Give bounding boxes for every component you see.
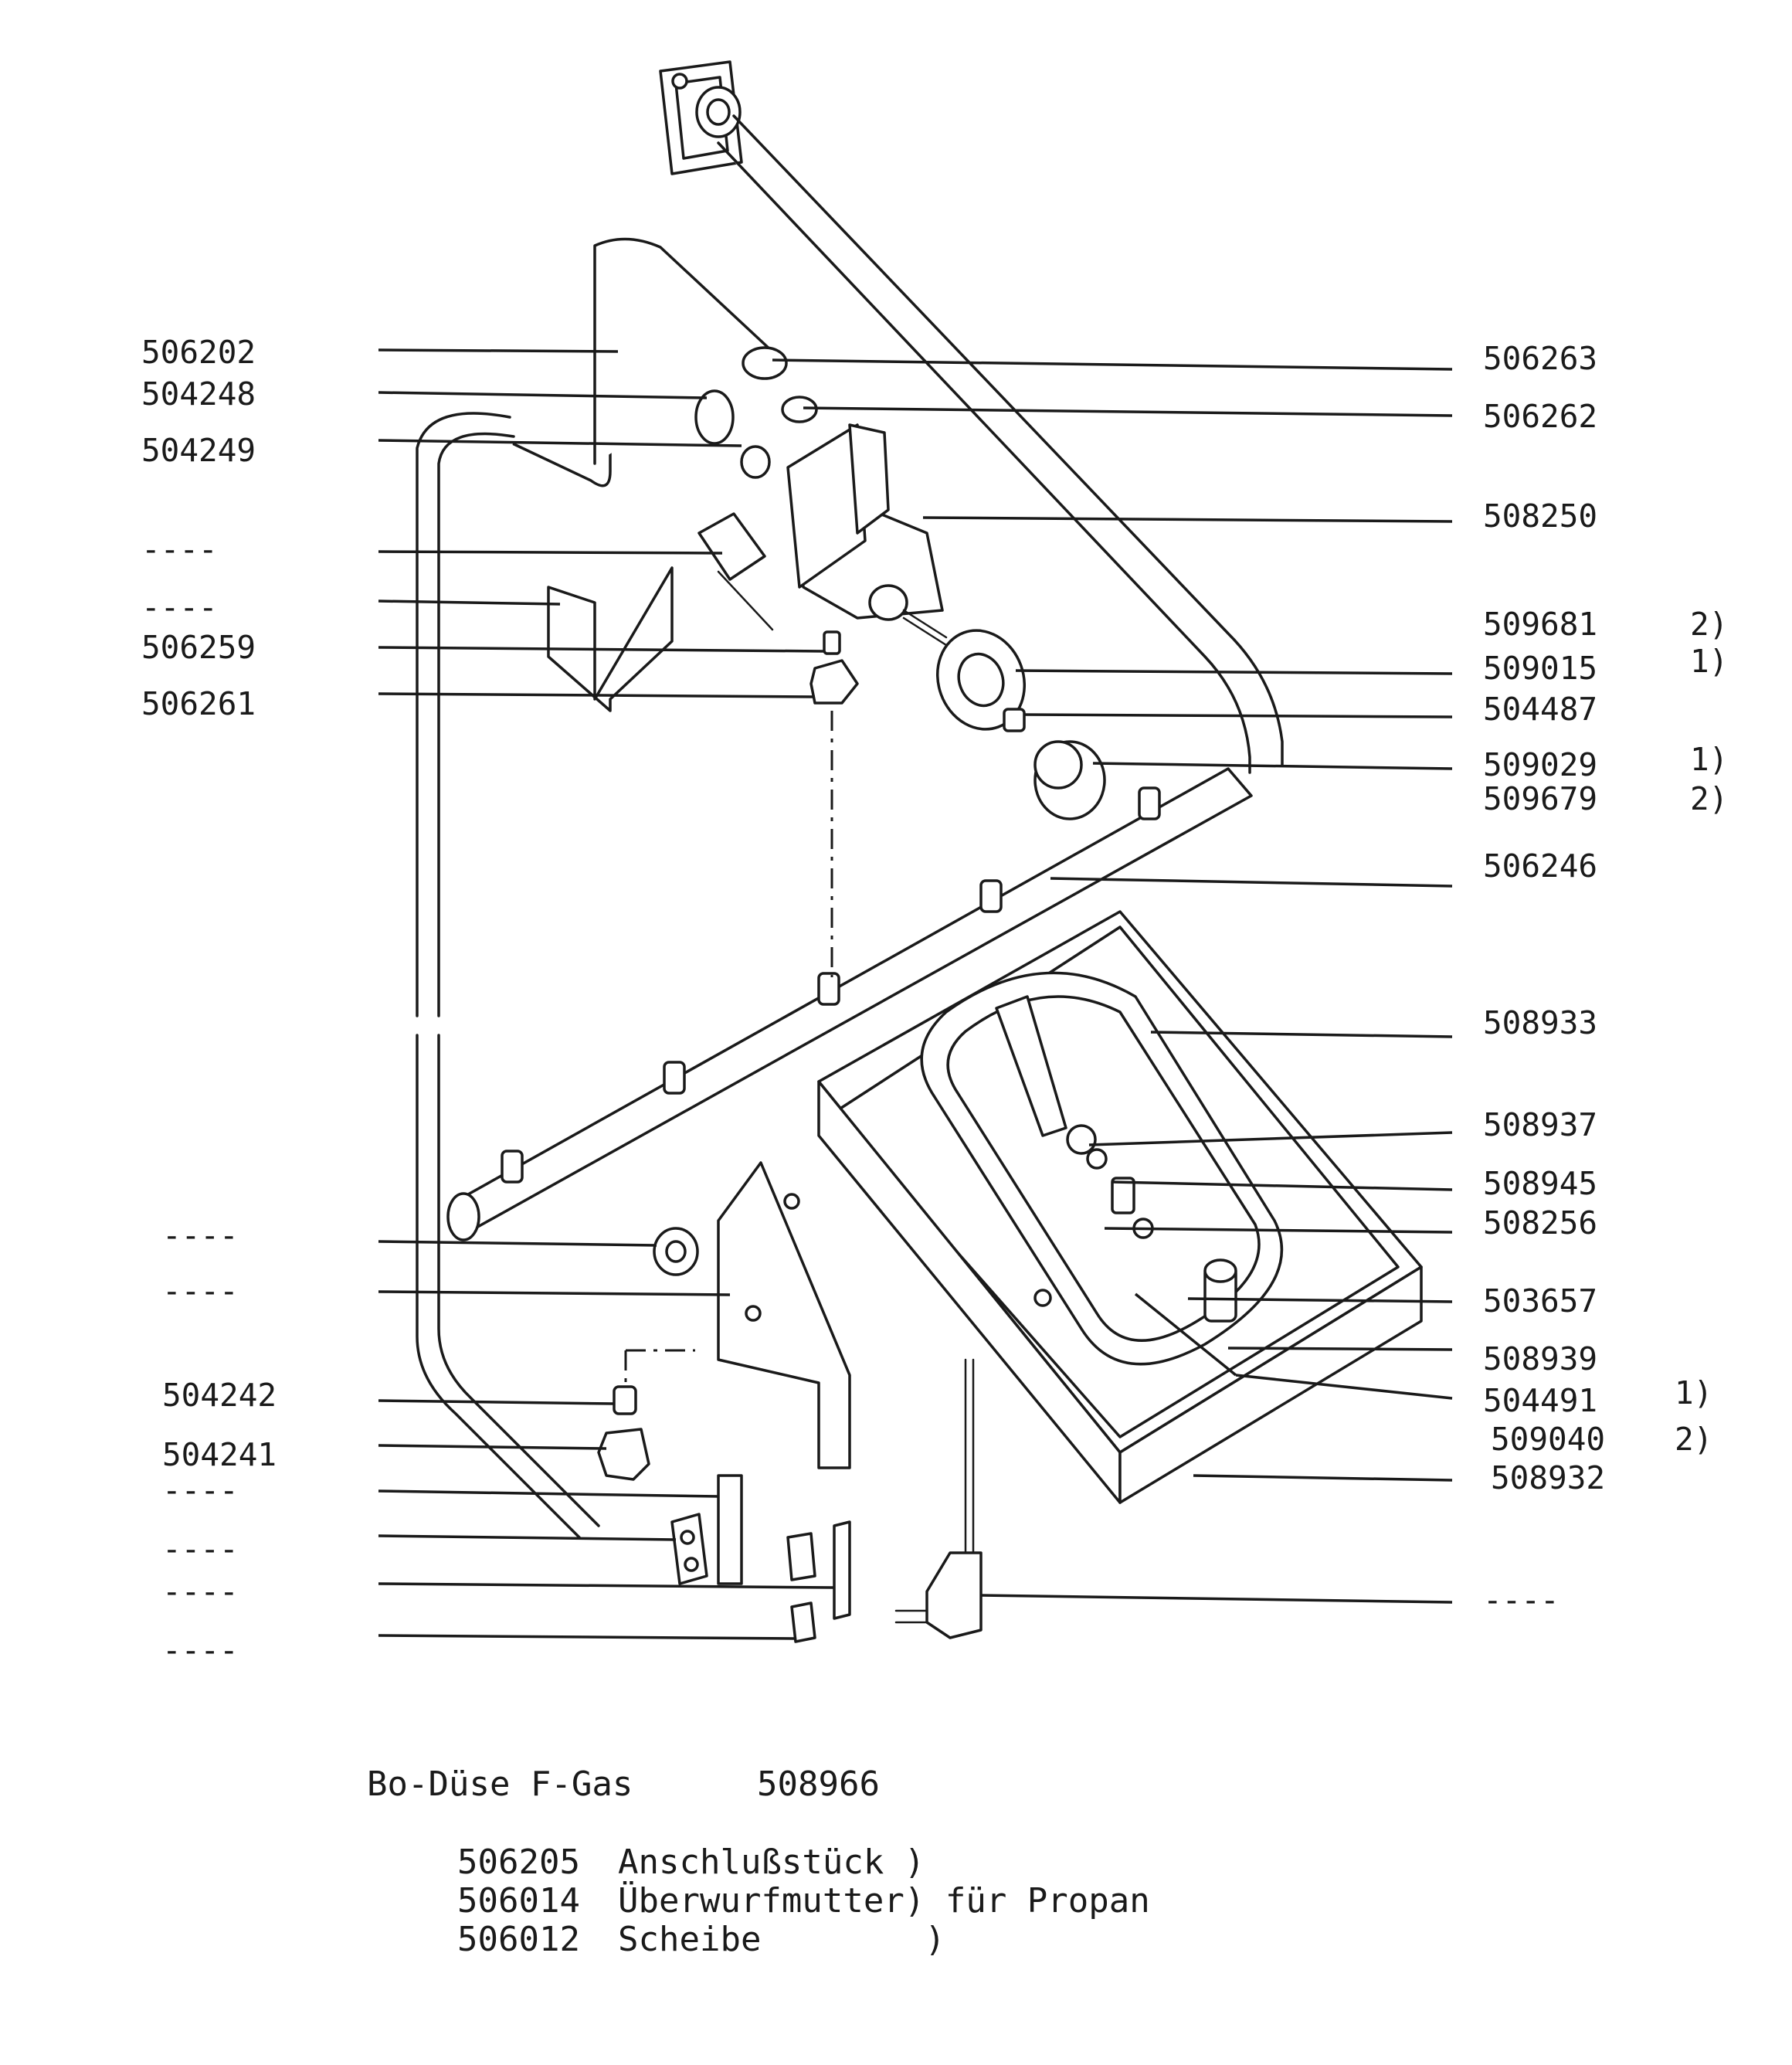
burner-rail (446, 767, 1253, 1241)
part-number-label: 506202 (141, 334, 256, 371)
part-number-label: 509681 (1483, 606, 1597, 643)
valve-nozzle-and-nut (809, 630, 859, 977)
footnote-marker: 2) (1675, 1421, 1712, 1458)
vertical-tube (416, 412, 600, 1539)
part-number-label: 506246 (1483, 847, 1597, 885)
footnote-marker: 2) (1690, 606, 1728, 643)
part-number-label: ---- (162, 1472, 239, 1509)
part-number-label: ---- (1483, 1581, 1560, 1618)
propane-part-name: Anschlußstück ) (618, 1843, 925, 1882)
footnote-marker: 1) (1690, 741, 1728, 778)
wall-flange (659, 60, 743, 175)
propane-part-code: 506012 (457, 1920, 580, 1959)
part-number-label: 506259 (141, 629, 256, 666)
upper-bent-tube (504, 237, 774, 487)
footnote-marker: 1) (1690, 643, 1728, 680)
part-number-label: ---- (141, 531, 218, 568)
rail-nozzles (501, 786, 1161, 1184)
part-number-label: 506263 (1483, 340, 1597, 377)
part-number-label: 504487 (1483, 691, 1597, 728)
left-part-labels: 506202 504248 504249 ---- ---- 506259 50… (141, 334, 277, 1669)
part-number-label: 504248 (141, 375, 256, 413)
lower-fittings (597, 1227, 699, 1481)
part-number-label: ---- (162, 1217, 239, 1254)
part-number-label: 508945 (1483, 1165, 1597, 1202)
part-number-label: ---- (162, 1272, 239, 1309)
micro-switch (697, 512, 774, 631)
propane-part-code: 506014 (457, 1881, 580, 1921)
part-number-label: 508933 (1483, 1004, 1597, 1041)
part-number-label: 506262 (1483, 398, 1597, 435)
part-number-label: 506261 (141, 685, 256, 722)
clips (786, 1520, 851, 1643)
part-number-label: 508937 (1483, 1106, 1597, 1143)
parts-footnote: Bo-Düse F-Gas 508966 506205 Anschlußstüc… (367, 1764, 1150, 1959)
propane-part-name: Scheibe ) (618, 1920, 945, 1959)
part-number-label: ---- (162, 1573, 239, 1610)
part-number-label: 503657 (1483, 1282, 1597, 1319)
part-number-label: 509029 (1483, 746, 1597, 783)
part-number-label: 509015 (1483, 650, 1597, 687)
part-number-label: 508932 (1491, 1459, 1605, 1496)
upper-bracket (547, 566, 674, 712)
leader-lines (378, 348, 1453, 1640)
part-number-label: 509679 (1483, 780, 1597, 817)
footnote-marker: 1) (1675, 1374, 1712, 1411)
ignition-block (670, 1474, 743, 1585)
gas-valve-assembly (694, 346, 948, 647)
part-number-label: 508250 (1483, 498, 1597, 535)
part-number-label: ---- (141, 589, 218, 626)
propane-part-code: 506205 (457, 1843, 580, 1882)
footnote-marker: 2) (1690, 780, 1728, 817)
part-number-label: ---- (162, 1530, 239, 1567)
propane-part-name: Überwurfmutter) für Propan (618, 1880, 1150, 1921)
part-number-label: 508256 (1483, 1204, 1597, 1241)
part-number-label: 508939 (1483, 1340, 1597, 1377)
nozzle-code: 508966 (757, 1764, 880, 1804)
part-number-label: 504241 (162, 1436, 277, 1473)
part-number-label: 509040 (1491, 1421, 1605, 1458)
knob-assembly (935, 629, 1106, 820)
gas-supply-pipe (717, 114, 1284, 774)
part-number-label: 504491 (1483, 1382, 1597, 1419)
part-number-label: 504242 (162, 1377, 277, 1414)
lower-bracket-plate (717, 1161, 851, 1469)
burner-ring (920, 971, 1283, 1366)
nozzle-name: Bo-Düse F-Gas (367, 1764, 633, 1804)
part-number-label: 504249 (141, 432, 256, 469)
right-part-labels: 506263 506262 508250 509681 2) 509015 1)… (1483, 340, 1728, 1618)
power-cable-and-plug (894, 1358, 983, 1639)
part-number-label: ---- (162, 1632, 239, 1669)
